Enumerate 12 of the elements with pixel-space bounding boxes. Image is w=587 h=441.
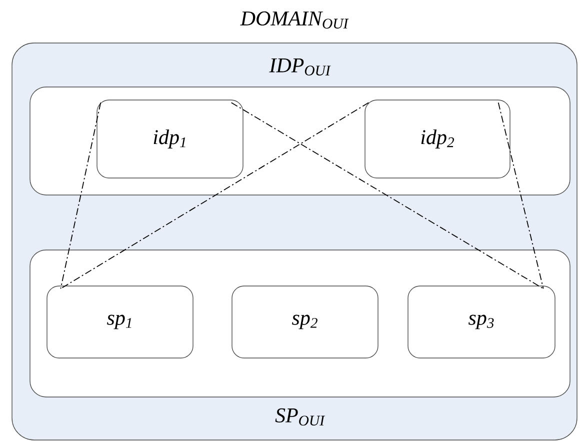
item-box: sp$_{1}$: [46, 286, 194, 358]
item-box: idp$_{2}$: [364, 100, 510, 178]
connector-line: [60, 102, 370, 290]
item-box: sp$_{3}$: [408, 286, 556, 358]
group-label: SP$_{OUI}$: [275, 408, 326, 426]
connector-line: [60, 102, 102, 290]
item-box: sp$_{2}$: [232, 286, 378, 358]
connector-line: [230, 102, 544, 290]
group-label: DOMAIN$_{OUI}$: [240, 11, 349, 29]
item-box: idp$_{1}$: [96, 100, 244, 178]
group-label: IDP$_{OUI}$: [269, 58, 331, 76]
connector-line: [498, 102, 544, 290]
